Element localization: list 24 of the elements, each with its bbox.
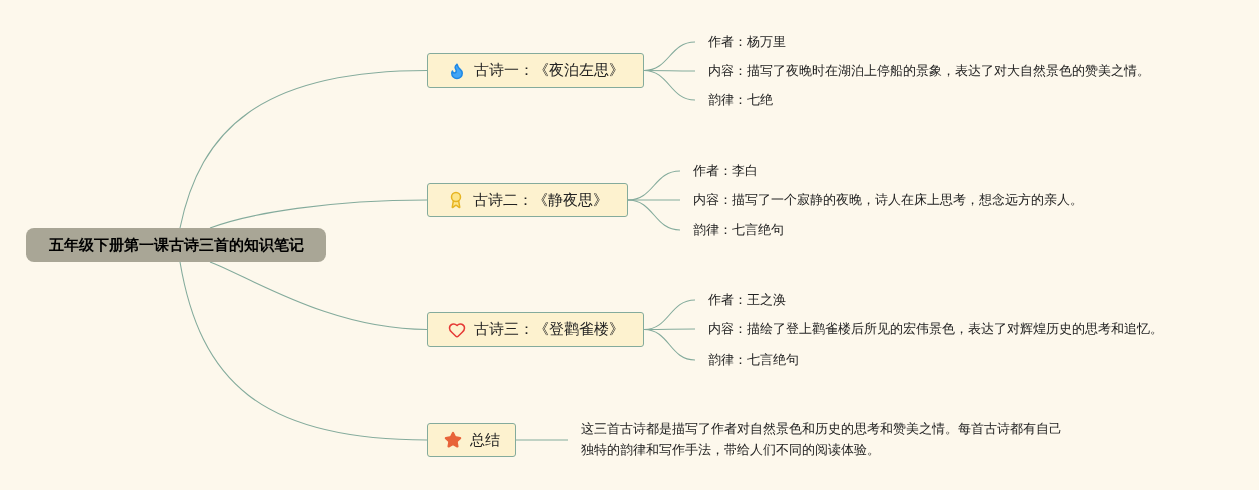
connector-line: [515, 439, 569, 441]
detail-text: 作者：杨万里: [695, 32, 815, 52]
detail-text: 韵律：七言绝句: [680, 220, 810, 240]
connector-line: [627, 199, 681, 231]
detail-text: 韵律：七言绝句: [695, 350, 825, 370]
root-topic: 五年级下册第一课古诗三首的知识笔记: [26, 228, 326, 262]
detail-text: 韵律：七绝: [695, 90, 815, 110]
summary-text: 这三首古诗都是描写了作者对自然景色和历史的思考和赞美之情。每首古诗都有自己独特的韵律和写作手法，带给人们不同的阅读体验。: [568, 418, 1068, 462]
connector-line: [209, 199, 428, 229]
connector-line: [179, 69, 428, 229]
detail-text: 作者：王之涣: [695, 290, 815, 310]
detail-text: 内容：描绘了登上鹳雀楼后所见的宏伟景色，表达了对辉煌历史的思考和追忆。: [695, 319, 1205, 339]
detail-text: 内容：描写了夜晚时在湖泊上停船的景象，表达了对大自然景色的赞美之情。: [695, 61, 1185, 81]
topic-box: 古诗二：《静夜思》: [427, 183, 628, 217]
connector-line: [209, 261, 428, 331]
connector-line: [179, 261, 428, 441]
connector-line: [643, 69, 696, 101]
topic-box: 总结: [427, 423, 516, 457]
detail-text: 内容：描写了一个寂静的夜晚，诗人在床上思考，想念远方的亲人。: [680, 190, 1130, 210]
connector-line: [643, 328, 696, 361]
detail-text: 作者：李白: [680, 161, 800, 181]
topic-box: 古诗三：《登鹳雀楼》: [427, 312, 644, 347]
connector-line: [627, 199, 681, 201]
topic-box: 古诗一：《夜泊左思》: [427, 53, 644, 88]
